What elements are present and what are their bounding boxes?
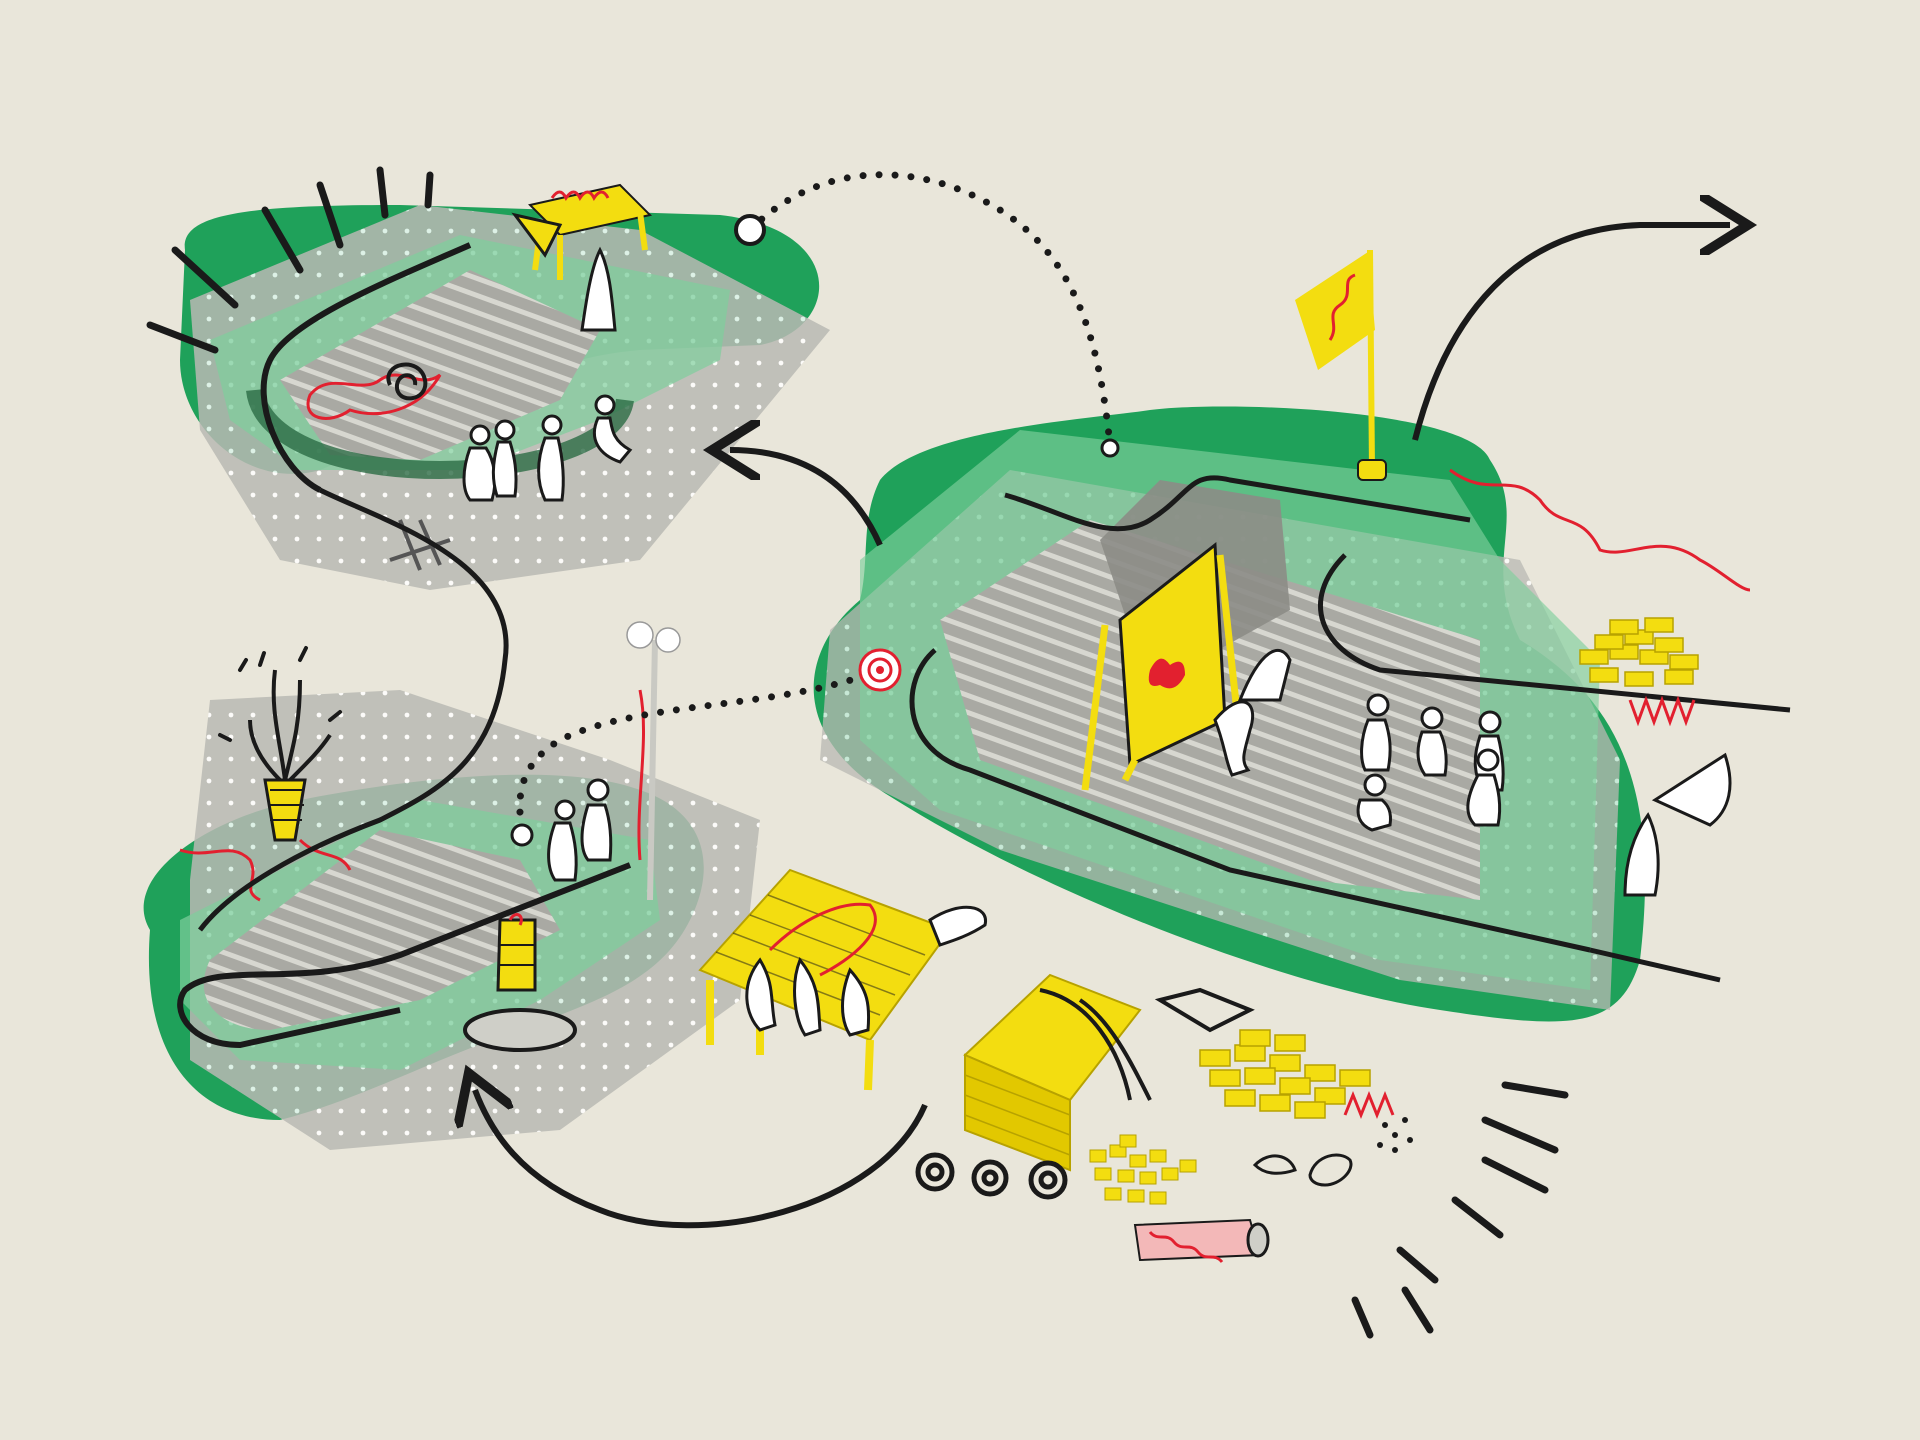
path-node-top-left — [734, 214, 766, 246]
amphitheater-scene — [146, 166, 830, 590]
emphasis-strokes-icon — [1351, 1081, 1569, 1339]
pool-rim-line — [177, 862, 632, 1049]
pool-basin — [203, 830, 560, 1030]
red-squiggle-icon — [1449, 468, 1751, 592]
arrow-materials-to-pool — [475, 1090, 928, 1229]
megaphone-figure-icon — [511, 212, 563, 258]
yellow-table-icon — [528, 183, 652, 280]
plaza-edge-line — [909, 648, 1591, 953]
connections — [198, 171, 1730, 1229]
plaza-top-path-line — [1004, 475, 1471, 532]
path-node-top-right — [1100, 438, 1120, 458]
s-curve-path-line — [198, 487, 509, 932]
people-icon — [462, 394, 633, 502]
brick-pile-icon — [1199, 1029, 1371, 1119]
target-icon — [858, 648, 902, 692]
people-icon — [547, 778, 613, 882]
barrel-icon — [463, 913, 577, 1052]
rubble-icon — [1089, 1134, 1197, 1205]
arrow-plaza-outward — [1412, 225, 1730, 441]
amphitheater-path-line — [260, 242, 472, 493]
megaphone-figure-icon — [1623, 752, 1732, 897]
swirl-icon — [386, 362, 428, 401]
people-icon — [1213, 648, 1505, 832]
plaza-scene — [813, 249, 1791, 1022]
pool-scene — [143, 621, 760, 1150]
path-node-pool — [510, 823, 534, 847]
red-scribble-icon — [1343, 1090, 1395, 1120]
wheel-icon — [915, 1152, 1068, 1200]
billboard-icon — [1081, 542, 1244, 791]
dotted-path-middle — [516, 666, 884, 839]
red-scribble-icon — [1628, 695, 1696, 727]
gravel-icon — [1377, 1117, 1413, 1153]
fountain-icon — [179, 646, 352, 902]
red-scribble-icon — [306, 373, 442, 420]
plaza-inner-curve — [1318, 553, 1791, 713]
timber-stack-icon — [963, 973, 1255, 1172]
lamp-post-icon — [626, 621, 681, 901]
yellow-stair-icon — [698, 868, 987, 1091]
plaza-bottom-line — [1589, 947, 1721, 983]
flag-icon — [1295, 249, 1387, 481]
roll-icon — [1133, 1218, 1270, 1264]
materials-scene — [915, 973, 1569, 1339]
arrow-plaza-to-amphitheater — [730, 450, 883, 547]
brick-pile-icon — [1579, 617, 1699, 687]
emphasis-strokes-icon — [146, 166, 434, 354]
dotted-path-top — [746, 171, 1114, 449]
stones-icon — [1252, 1153, 1353, 1187]
standing-figure-icon — [580, 246, 617, 332]
